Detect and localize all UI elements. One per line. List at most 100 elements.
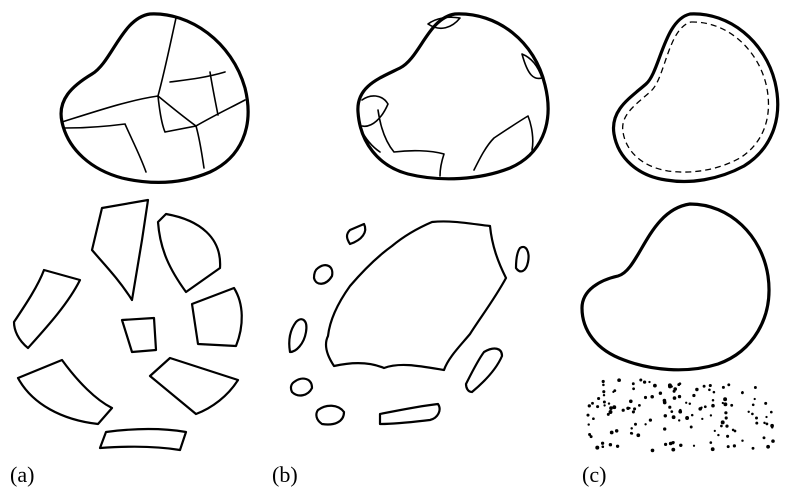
dust-particle: [754, 386, 757, 389]
dust-particle: [663, 427, 666, 430]
dust-particle: [663, 401, 667, 405]
dust-particle: [650, 395, 654, 399]
dust-particle: [714, 430, 716, 432]
dust-particle: [708, 389, 711, 392]
dust-particle: [630, 427, 632, 429]
dust-particle: [612, 405, 616, 409]
dust-particle: [596, 405, 599, 408]
dust-particle: [603, 394, 605, 396]
dust-particle: [727, 383, 730, 386]
panel-b-label: (b): [272, 462, 298, 487]
dust-particle: [700, 407, 702, 409]
dust-particle: [693, 445, 695, 447]
dust-particle: [602, 380, 605, 383]
dust-particle: [741, 439, 743, 441]
dust-particle: [622, 409, 625, 412]
fragment-b5: [466, 349, 502, 392]
dust-particle: [597, 397, 600, 400]
dust-particle: [615, 429, 618, 432]
fragment-a4: [192, 288, 242, 346]
dust-particle: [610, 431, 614, 435]
dust-particle: [766, 423, 769, 426]
dust-particle: [609, 406, 613, 410]
dust-particle: [763, 422, 765, 424]
dust-particle: [771, 426, 773, 428]
dust-particle: [685, 402, 687, 404]
dust-particle: [710, 414, 712, 416]
dust-particle: [748, 411, 750, 413]
dust-particle: [679, 410, 682, 413]
dust-particle: [630, 432, 633, 435]
dust-particle: [690, 426, 693, 429]
dust-particle: [603, 404, 605, 406]
dust-particle: [720, 425, 723, 428]
panel-a-fragments: [14, 200, 242, 450]
fragment-c-core: [582, 204, 769, 370]
dust-particle: [723, 402, 727, 406]
dust-particle: [741, 391, 744, 394]
panel-b-intact-particle: [358, 14, 548, 179]
dust-particle: [617, 378, 621, 382]
dust-particle: [677, 383, 680, 386]
panel-b-surface-chips: [360, 17, 542, 176]
dust-particle: [691, 414, 694, 417]
dust-particle: [643, 380, 646, 383]
dust-particle: [629, 399, 633, 403]
fragment-b1: [347, 224, 365, 244]
panel-b-fragments: [289, 221, 528, 424]
dust-particle: [634, 423, 637, 426]
dust-particle: [609, 443, 612, 446]
dust-particle: [671, 448, 675, 452]
panel-c-surface-layer: [623, 22, 769, 172]
dust-particle: [588, 423, 590, 425]
dust-particle: [649, 418, 652, 421]
dust-particle: [632, 382, 635, 385]
fragment-b3: [516, 247, 529, 271]
dust-particle: [670, 410, 673, 413]
dust-particle: [770, 411, 773, 414]
panel-c-fragments: [582, 204, 775, 452]
dust-particle: [754, 398, 756, 400]
dust-particle: [755, 422, 758, 425]
dust-particle: [725, 416, 728, 419]
dust-particle: [763, 436, 766, 439]
dust-particle: [703, 385, 706, 388]
panel-a-label: (a): [10, 462, 34, 487]
dust-particle: [755, 417, 758, 420]
dust-particle: [668, 406, 671, 409]
dust-particle: [752, 447, 755, 450]
dust-particle: [709, 384, 712, 387]
panel-c-particle-outline: [613, 14, 777, 182]
dust-particle: [639, 378, 642, 381]
dust-particle: [725, 425, 728, 428]
dust-particle: [765, 416, 767, 418]
dust-particle: [669, 442, 673, 446]
dust-particle: [659, 392, 662, 395]
dust-particle: [713, 391, 716, 394]
dust-particle: [717, 434, 719, 436]
dust-particle: [678, 419, 680, 421]
dust-particle: [695, 388, 698, 391]
dust-particle: [601, 442, 604, 445]
fragment-a5: [122, 318, 156, 352]
dust-particle: [633, 407, 636, 410]
dust-particle: [732, 429, 735, 432]
fragment-a8: [100, 429, 186, 450]
dust-particle: [722, 386, 725, 389]
fragment-b4: [289, 319, 306, 352]
dust-particle: [771, 439, 775, 443]
fragment-b8: [380, 404, 440, 424]
panel-c-label: (c): [582, 462, 606, 487]
dust-particle: [722, 402, 724, 404]
dust-particle: [664, 414, 667, 417]
dust-particle: [668, 383, 672, 387]
dust-particle: [673, 390, 676, 393]
dust-particle: [607, 413, 610, 416]
dust-particle: [602, 390, 605, 393]
dust-particle: [704, 405, 707, 408]
dust-particle: [591, 402, 594, 405]
fragment-a2: [158, 214, 220, 292]
dust-particle: [730, 404, 733, 407]
dust-particle: [689, 403, 691, 405]
dust-particle: [603, 401, 606, 404]
